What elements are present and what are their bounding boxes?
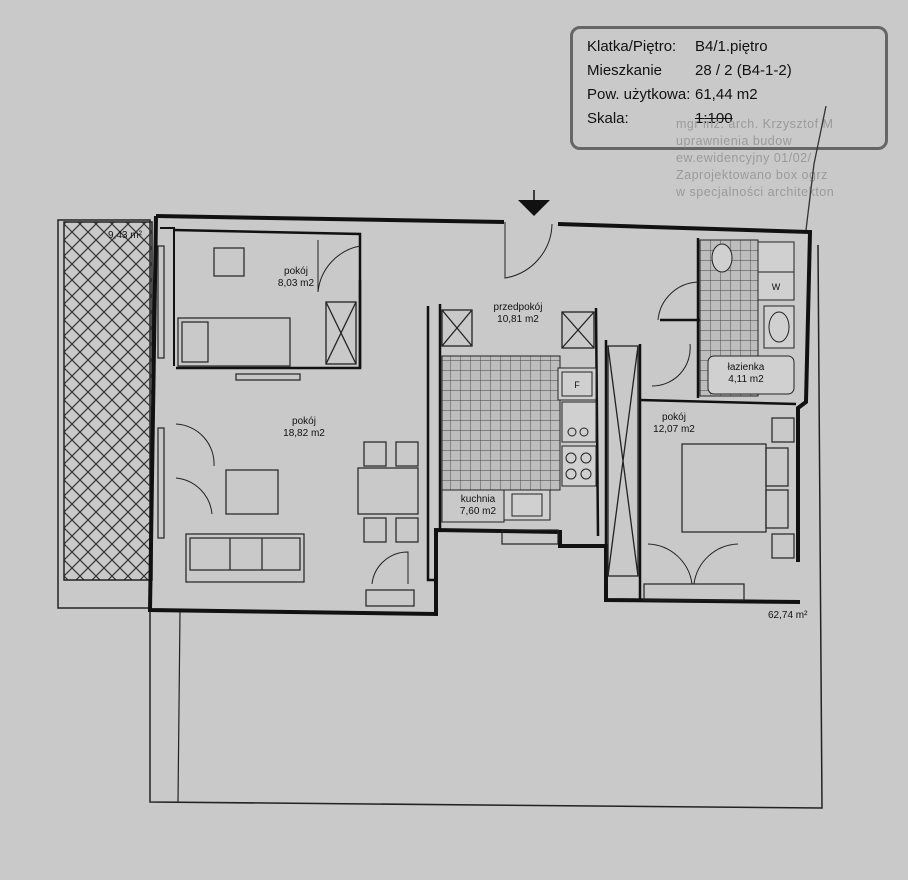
room-name: przedpokój bbox=[493, 302, 543, 313]
room-label-kitchen: kuchnia 7,60 m2 bbox=[460, 494, 496, 518]
ventilation-shafts bbox=[325, 301, 639, 577]
info-label-apartment: Mieszkanie bbox=[587, 62, 663, 79]
room-area: 12,07 m2 bbox=[653, 424, 695, 435]
info-label-staircase: Klatka/Piętro: bbox=[587, 38, 677, 55]
room-area: 10,81 m2 bbox=[497, 314, 539, 325]
fridge-label: F bbox=[574, 380, 580, 390]
room-label-small-bedroom: pokój 8,03 m2 bbox=[278, 266, 314, 290]
stamp-line: mgr inż. arch. Krzysztof M bbox=[676, 117, 834, 131]
room-area: 18,82 m2 bbox=[283, 428, 325, 439]
interior-walls bbox=[173, 228, 797, 600]
furniture-living-room bbox=[185, 441, 419, 583]
room-name: pokój bbox=[292, 416, 316, 427]
room-area: 4,11 m2 bbox=[728, 374, 764, 385]
terrace-area-label: 62,74 m² bbox=[768, 610, 808, 621]
info-value-staircase: B4/1.piętro bbox=[695, 38, 768, 55]
info-label-area: Pow. użytkowa: bbox=[587, 86, 691, 103]
outer-walls bbox=[147, 214, 813, 617]
info-value-area: 61,44 m2 bbox=[695, 86, 758, 103]
balcony-area-label: 9,43 m² bbox=[108, 230, 142, 241]
windows bbox=[157, 245, 745, 607]
stamp-line: Zaprojektowano box ogrz bbox=[676, 168, 828, 182]
kitchen-floor bbox=[441, 355, 597, 523]
room-label-living-room: pokój 18,82 m2 bbox=[283, 416, 325, 440]
info-label-scale: Skala: bbox=[587, 110, 629, 127]
pen-stroke bbox=[805, 105, 827, 231]
room-name: kuchnia bbox=[460, 494, 496, 505]
entrance-arrow-icon bbox=[518, 200, 550, 216]
room-name: pokój bbox=[662, 412, 686, 423]
room-label-bathroom: łazienka 4,11 m2 bbox=[728, 362, 765, 386]
room-label-bedroom: pokój 12,07 m2 bbox=[653, 412, 695, 436]
stamp-line: w specjalności architekton bbox=[676, 185, 835, 199]
bathroom-floor bbox=[699, 239, 795, 397]
stamp-line: ew.ewidencyjny 01/02/ bbox=[676, 151, 812, 165]
info-value-apartment: 28 / 2 (B4-1-2) bbox=[695, 62, 792, 79]
washer-label: W bbox=[772, 282, 781, 292]
terrace bbox=[149, 244, 823, 809]
info-value-scale: 1:100 bbox=[695, 110, 733, 127]
stamp-line: uprawnienia budow bbox=[676, 134, 793, 148]
furniture-small-room bbox=[177, 247, 291, 367]
architect-stamp: mgr inż. arch. Krzysztof M uprawnienia b… bbox=[676, 116, 908, 201]
room-area: 8,03 m2 bbox=[277, 278, 315, 289]
furniture-bedroom bbox=[681, 417, 795, 559]
room-name: pokój bbox=[284, 266, 308, 277]
room-name: łazienka bbox=[727, 362, 765, 373]
apartment-info-box: Klatka/Piętro: B4/1.piętro Mieszkanie 28… bbox=[570, 26, 888, 150]
fridge bbox=[561, 371, 593, 397]
balcony bbox=[57, 219, 153, 609]
room-area: 7,60 m2 bbox=[459, 506, 497, 517]
room-label-hallway: przedpokój 10,81 m2 bbox=[494, 302, 543, 326]
